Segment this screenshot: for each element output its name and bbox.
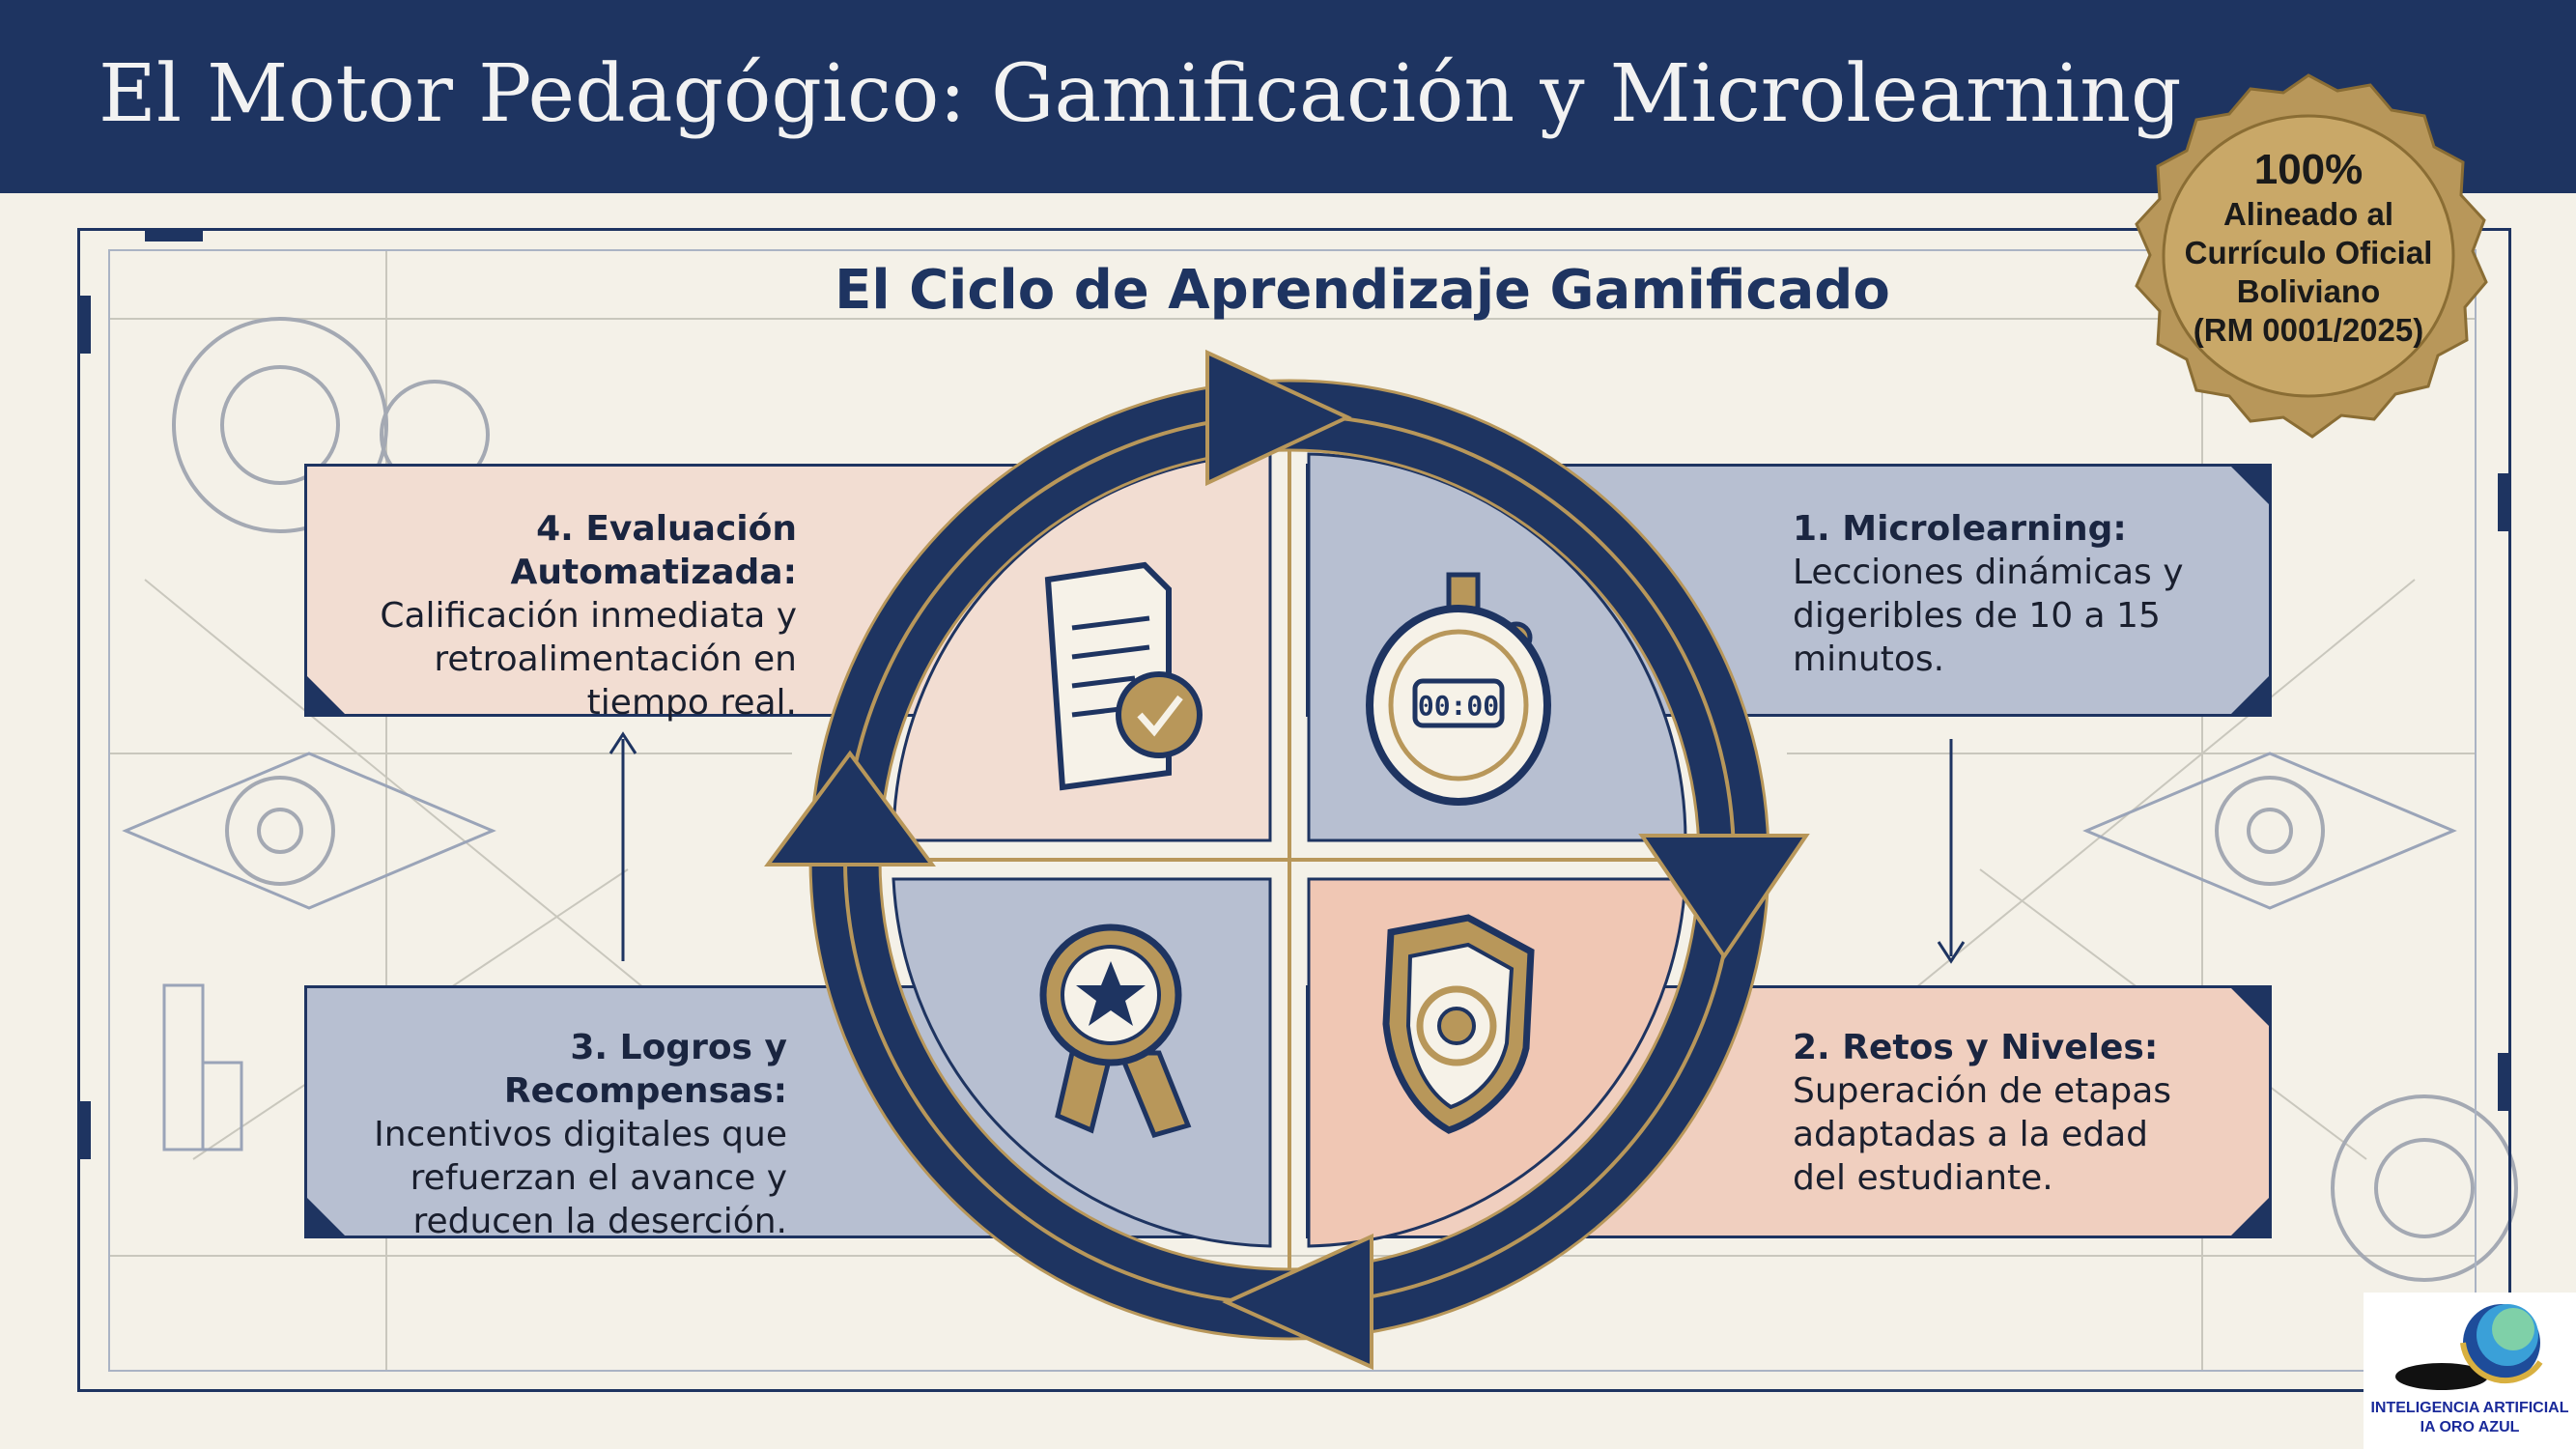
page-title: El Motor Pedagógico: Gamificación y Micr…	[99, 48, 2182, 140]
step-4-title: 4. Evaluación Automatizada:	[510, 509, 798, 592]
diagram-title: El Ciclo de Aprendizaje Gamificado	[835, 259, 1890, 322]
step-3-line-2: refuerzan el avance y	[410, 1158, 787, 1198]
arrow-head-right	[1638, 834, 1810, 960]
step-3-line-3: reducen la deserción.	[412, 1202, 787, 1241]
seal-text: 100% Alineado al Currículo Oficial Boliv…	[2154, 145, 2463, 350]
seal-line-2: Currículo Oficial	[2184, 235, 2433, 270]
arrow-head-bottom	[1222, 1233, 1373, 1371]
gold-seal	[2135, 73, 2488, 439]
step-1-title: 1. Microlearning:	[1793, 509, 2127, 549]
step-4-line-3: tiempo real.	[586, 683, 797, 723]
stopwatch-display: 00:00	[1418, 690, 1499, 722]
step-4-line-2: retroalimentación en	[434, 639, 797, 679]
logo-line-1: INTELIGENCIA ARTIFICIAL	[2370, 1400, 2569, 1416]
seal-line-1: Alineado al	[2222, 196, 2394, 232]
logo-line-2: IA ORO AZUL	[2420, 1419, 2520, 1435]
logo-text: INTELIGENCIA ARTIFICIAL IA ORO AZUL	[2364, 1399, 2576, 1437]
seal-line-4: (RM 0001/2025)	[2193, 312, 2424, 348]
award-badge-icon	[1039, 923, 1192, 1139]
step-1-line-1: Lecciones dinámicas y	[1793, 553, 2184, 592]
step-2-line-1: Superación de etapas	[1793, 1071, 2172, 1111]
seal-percent: 100%	[2253, 146, 2364, 193]
step-2-line-3: del estudiante.	[1793, 1158, 2053, 1198]
header-bar: El Motor Pedagógico: Gamificación y Micr…	[0, 0, 2576, 193]
step-3-text: 3. Logros y Recompensas: Incentivos digi…	[309, 1026, 787, 1243]
arrow-head-top	[1205, 349, 1352, 487]
step-1-line-2: digeribles de 10 a 15	[1793, 596, 2161, 636]
blueprint-frame	[77, 228, 2511, 1392]
step-3-title: 3. Logros y Recompensas:	[503, 1028, 787, 1111]
step-2-text: 2. Retos y Niveles: Superación de etapas…	[1793, 1026, 2247, 1200]
step-1-line-3: minutos.	[1793, 639, 1945, 679]
step-2-line-2: adaptadas a la edad	[1793, 1115, 2149, 1154]
step-2-title: 2. Retos y Niveles:	[1793, 1028, 2159, 1067]
arrow-head-left	[764, 750, 936, 867]
step-4-text: 4. Evaluación Automatizada: Calificación…	[309, 507, 797, 724]
seal-line-3: Boliviano	[2236, 273, 2381, 309]
shield-target-icon	[1382, 914, 1535, 1134]
document-check-icon	[1044, 561, 1203, 791]
stopwatch-icon	[1366, 572, 1551, 806]
blueprint-inner-frame	[108, 249, 2477, 1372]
step-4-line-1: Calificación inmediata y	[380, 596, 797, 636]
step-1-text: 1. Microlearning: Lecciones dinámicas y …	[1793, 507, 2247, 681]
step-3-line-1: Incentivos digitales que	[374, 1115, 787, 1154]
